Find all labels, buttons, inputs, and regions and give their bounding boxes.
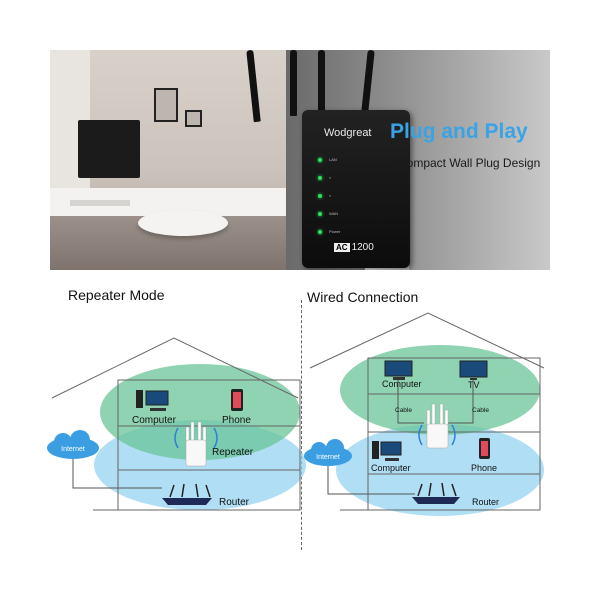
repeater-mode-title: Repeater Mode [68,287,165,303]
router-icon [162,483,212,505]
wired-connection-title: Wired Connection [307,289,419,305]
phone-label: Phone [222,415,251,426]
router-icon [412,482,460,504]
computer-label: Computer [132,415,177,426]
tv-icon [459,360,488,380]
internet-cloud-icon [304,439,352,466]
repeater-icon [418,403,456,449]
living-room-photo [50,50,286,270]
cable-left-label: Cable [395,407,412,414]
computer-bottom-label: Computer [371,463,411,473]
internet-label: Internet [61,446,85,453]
repeater-icon [174,421,218,467]
internet-label: Internet [316,454,340,461]
brand-label: Wodgreat [324,127,372,139]
phone-icon [231,389,243,411]
phone-icon [479,438,490,459]
banner-title: Plug and Play [390,120,528,143]
computer-icon [372,441,402,461]
cable-right-label: Cable [472,407,489,414]
house-outline [309,312,545,369]
house-outline [51,337,299,399]
router-label: Router [219,497,250,508]
repeater-label: Repeater [212,447,254,458]
banner-subtitle: Compact Wall Plug Design [398,156,541,170]
green-coverage-zone [100,364,300,460]
internet-cloud-icon [47,430,99,459]
computer-icon [384,360,413,380]
wifi-icon: ≈ [329,175,332,180]
tv-illustration [78,120,140,178]
computer-icon [136,390,169,411]
phone-label: Phone [471,463,497,473]
tv-label: TV [468,380,480,390]
wifi-icon: ≈ [329,193,332,198]
router-label: Router [472,497,499,507]
computer-top-label: Computer [382,379,422,389]
section-divider [301,300,302,550]
